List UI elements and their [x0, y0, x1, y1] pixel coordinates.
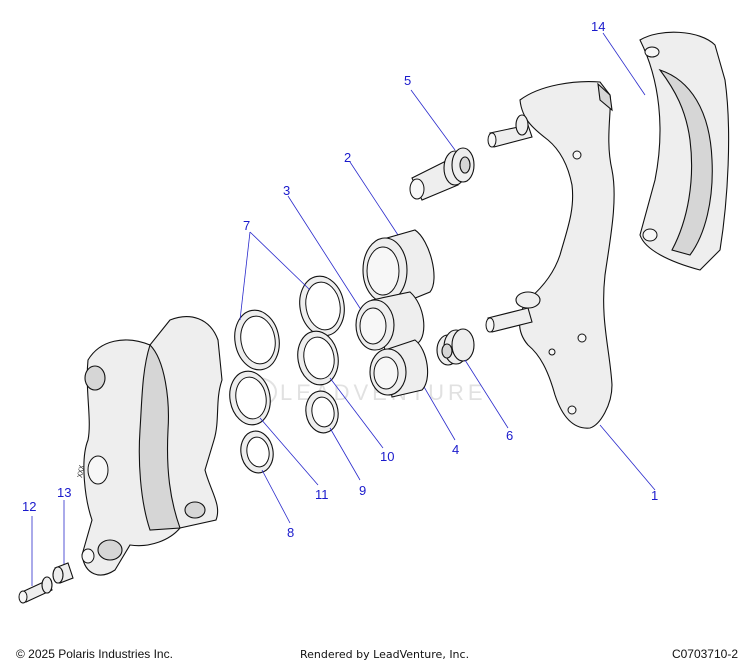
part-14-brake-pad	[602, 31, 730, 271]
part-11-seal	[229, 370, 319, 486]
callout-13: 13	[57, 485, 71, 500]
part-8-seal	[240, 430, 291, 524]
callout-5: 5	[404, 73, 411, 88]
callout-7: 7	[243, 218, 250, 233]
part-3-piston-medium	[287, 195, 425, 351]
callout-14: 14	[591, 19, 605, 34]
callout-11: 11	[315, 487, 329, 502]
callout-10: 10	[380, 449, 394, 464]
part-4-piston-small	[369, 339, 456, 441]
part-13-cap	[52, 500, 74, 584]
copyright-notice: © 2025 Polaris Industries Inc.	[16, 647, 173, 661]
callout-4: 4	[452, 442, 459, 457]
caliper-body: XXX	[76, 316, 223, 576]
callout-8: 8	[287, 525, 294, 540]
callout-3: 3	[283, 183, 290, 198]
callout-1: 1	[651, 488, 658, 503]
part-1-caliper-bracket	[485, 81, 656, 491]
part-9-seal	[305, 390, 361, 481]
callout-6: 6	[506, 428, 513, 443]
watermark: LEADVENTURE	[239, 377, 483, 407]
callout-2: 2	[344, 150, 351, 165]
part-2-piston-large	[349, 161, 435, 306]
part-10-seal	[297, 330, 384, 449]
part-7-seals	[234, 231, 345, 371]
rendered-by-credit: Rendered by LeadVenture, Inc.	[300, 648, 470, 661]
callout-12: 12	[22, 499, 36, 514]
part-5-pin-boot	[409, 89, 475, 201]
body-stamp: XXX	[76, 464, 86, 479]
part-6-grommet	[436, 328, 509, 429]
callout-labels: 1 2 3 4 5 6 7 8 9 10 11 12 13 14	[22, 19, 658, 540]
callout-9: 9	[359, 483, 366, 498]
diagram-code: C0703710-2	[671, 647, 738, 661]
part-12-bleeder-screw	[18, 516, 53, 604]
